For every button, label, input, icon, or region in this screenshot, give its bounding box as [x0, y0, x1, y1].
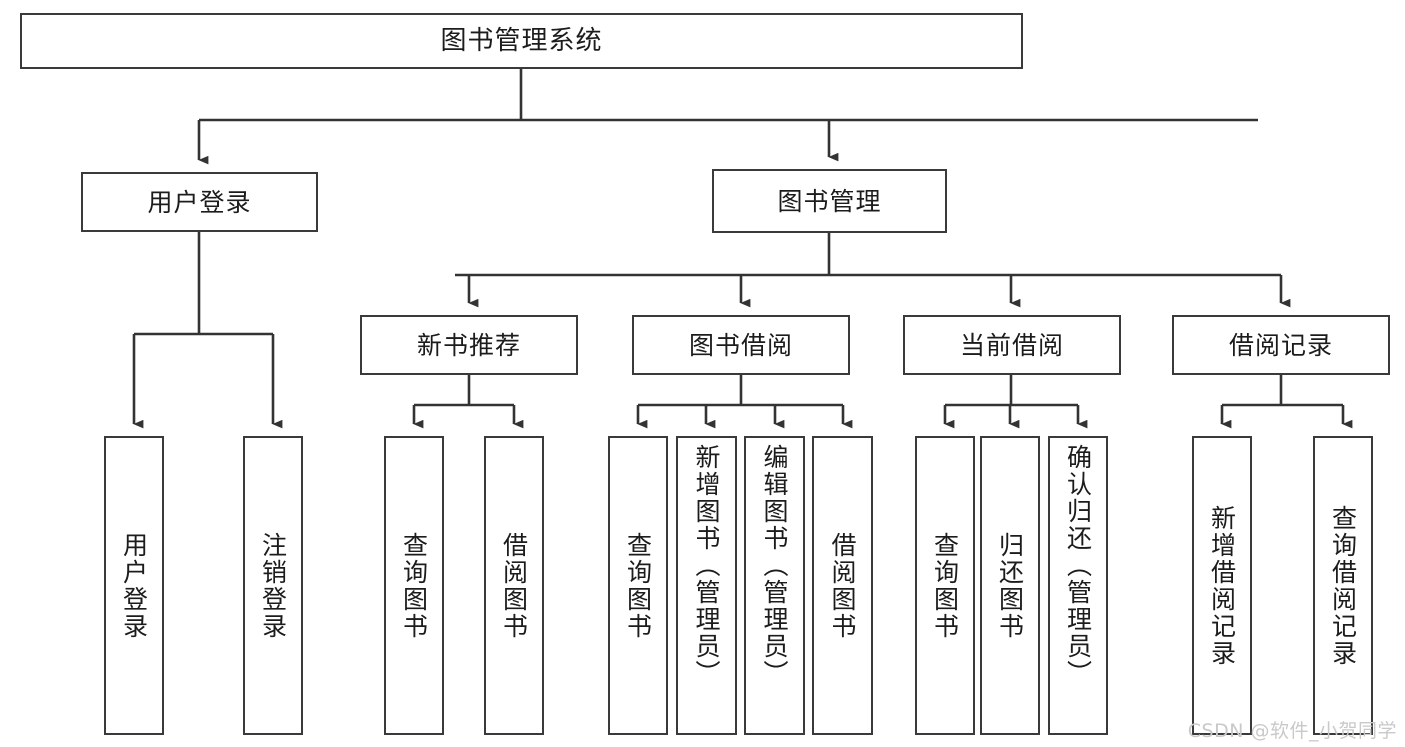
node-label: 查询借阅记录 [1328, 504, 1358, 667]
leaf-user-login-signin[interactable]: 用户登录 [104, 436, 164, 735]
node-label: 新增借阅记录 [1207, 504, 1237, 667]
node-label: 借阅记录 [1228, 330, 1333, 360]
leaf-current-borrow-confirm-return[interactable]: 确认归还（管理员） [1048, 436, 1108, 735]
leaf-new-book-borrow[interactable]: 借阅图书 [484, 436, 544, 735]
leaf-borrow-record-add[interactable]: 新增借阅记录 [1192, 436, 1252, 735]
leaf-user-login-signout[interactable]: 注销登录 [243, 436, 303, 735]
node-label: 图书借阅 [688, 330, 793, 360]
node-label: 当前借阅 [959, 330, 1064, 360]
leaf-book-borrow-edit[interactable]: 编辑图书（管理员） [744, 436, 805, 735]
node-label: 新增图书（管理员） [692, 444, 721, 687]
node-label: 查询图书 [623, 531, 653, 640]
node-root-system[interactable]: 图书管理系统 [20, 13, 1023, 69]
node-label: 归还图书 [995, 531, 1025, 640]
leaf-current-borrow-return[interactable]: 归还图书 [980, 436, 1040, 735]
node-label: 图书管理 [777, 186, 882, 216]
node-label: 查询图书 [930, 531, 960, 640]
node-new-book-recommend[interactable]: 新书推荐 [360, 315, 578, 375]
node-label: 新书推荐 [416, 330, 521, 360]
leaf-book-borrow-borrow[interactable]: 借阅图书 [812, 436, 873, 735]
node-current-borrow[interactable]: 当前借阅 [903, 315, 1121, 375]
node-label: 编辑图书（管理员） [760, 444, 789, 687]
node-label: 查询图书 [399, 531, 429, 640]
node-label: 用户登录 [119, 531, 149, 640]
node-borrow-record[interactable]: 借阅记录 [1172, 315, 1390, 375]
node-book-borrow[interactable]: 图书借阅 [632, 315, 850, 375]
node-label: 注销登录 [258, 531, 288, 640]
node-label: 借阅图书 [828, 531, 857, 640]
leaf-book-borrow-query[interactable]: 查询图书 [608, 436, 668, 735]
node-label: 借阅图书 [499, 531, 529, 640]
node-label: 图书管理系统 [440, 26, 603, 56]
leaf-borrow-record-query[interactable]: 查询借阅记录 [1313, 436, 1373, 735]
leaf-book-borrow-add[interactable]: 新增图书（管理员） [676, 436, 737, 735]
node-label: 用户登录 [147, 187, 252, 217]
node-label: 确认归还（管理员） [1063, 444, 1093, 687]
node-book-management[interactable]: 图书管理 [712, 169, 947, 233]
leaf-current-borrow-query[interactable]: 查询图书 [915, 436, 975, 735]
node-user-login[interactable]: 用户登录 [81, 172, 318, 232]
leaf-new-book-query[interactable]: 查询图书 [384, 436, 444, 735]
